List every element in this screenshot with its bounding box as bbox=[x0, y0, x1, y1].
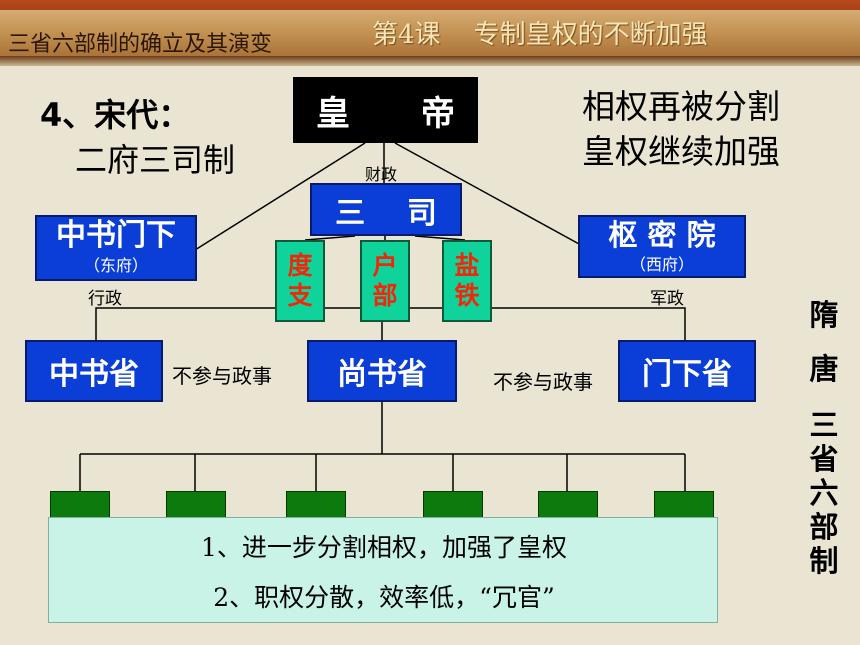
yantie-node: 盐 铁 bbox=[442, 240, 492, 322]
yantie-char-1: 盐 bbox=[454, 251, 480, 280]
conclusion-box: 1、进一步分割相权，加强了皇权 2、职权分散，效率低，“冗官” bbox=[48, 517, 718, 623]
conclusion-line1: 1、进一步分割相权，加强了皇权 bbox=[201, 533, 567, 562]
hubu-char-2: 部 bbox=[372, 281, 398, 310]
emperor-label: 皇 帝 bbox=[315, 93, 456, 134]
conclusion-top-line1: 相权再被分割 bbox=[582, 87, 780, 126]
sansi-node: 三 司 bbox=[310, 183, 462, 236]
line-sansi-yantie bbox=[414, 235, 466, 241]
header-shade bbox=[0, 56, 860, 66]
duzhi-node: 度 支 bbox=[275, 240, 325, 322]
side-caption-char-7: 制 bbox=[809, 544, 839, 578]
line-emperor-shumiyuan bbox=[394, 142, 591, 251]
shumiyuan-sub: （西府） bbox=[629, 254, 694, 274]
side-caption-char-2: 唐 bbox=[809, 352, 839, 386]
header-left-title: 三省六部制的确立及其演变 bbox=[8, 32, 273, 57]
zhongshu-menxia-sub: （东府） bbox=[83, 256, 148, 275]
header-right-title: 第4课 专制皇权的不断加强 bbox=[372, 20, 708, 50]
menxiasheng-label: 门下省 bbox=[642, 357, 732, 392]
line-emperor-zhongshumenxia bbox=[194, 142, 366, 251]
conclusion-line2: 2、职权分散，效率低，“冗官” bbox=[213, 583, 555, 612]
header-band bbox=[0, 10, 860, 56]
side-caption-char-6: 部 bbox=[809, 510, 839, 544]
duzhi-char-1: 度 bbox=[287, 251, 313, 280]
zhongshu-menxia-label: 中书门下 bbox=[56, 218, 176, 253]
line-sansi-duzhi bbox=[304, 235, 356, 241]
shumiyuan-node: 枢 密 院 （西府） bbox=[578, 215, 746, 278]
department-stub-5 bbox=[538, 491, 598, 521]
menxiasheng-node: 门下省 bbox=[618, 340, 756, 402]
shangshusheng-label: 尚书省 bbox=[337, 357, 427, 392]
header-banner: 三省六部制的确立及其演变 第4课 专制皇权的不断加强 bbox=[0, 0, 860, 66]
side-caption-char-4: 省 bbox=[809, 442, 839, 476]
caizheng-label: 财政 bbox=[365, 165, 398, 184]
side-caption-char-1: 隋 bbox=[809, 298, 839, 332]
hubu-node: 户 部 bbox=[360, 240, 410, 322]
department-stub-1 bbox=[50, 491, 110, 521]
section-heading: 4、宋代： bbox=[40, 96, 191, 134]
zhongshusheng-node: 中书省 bbox=[25, 340, 163, 402]
emperor-node: 皇 帝 bbox=[293, 77, 478, 143]
junzheng-label: 军政 bbox=[650, 289, 684, 309]
shumiyuan-label: 枢 密 院 bbox=[608, 217, 716, 252]
side-caption-char-5: 六 bbox=[809, 476, 839, 510]
not-participate-right: 不参与政事 bbox=[493, 370, 593, 394]
conclusion-top-line2: 皇权继续加强 bbox=[582, 132, 780, 171]
department-stub-4 bbox=[423, 491, 483, 521]
zhongshusheng-label: 中书省 bbox=[49, 357, 139, 392]
sansi-label: 三 司 bbox=[335, 195, 437, 231]
not-participate-left: 不参与政事 bbox=[172, 364, 272, 388]
hubu-char-1: 户 bbox=[372, 251, 398, 280]
shangshusheng-node: 尚书省 bbox=[307, 340, 457, 402]
xingzheng-label: 行政 bbox=[88, 289, 122, 309]
side-caption-char-3: 三 bbox=[809, 408, 839, 442]
system-name: 二府三司制 bbox=[75, 141, 236, 179]
duzhi-char-2: 支 bbox=[287, 281, 313, 310]
zhongshu-menxia-node: 中书门下 （东府） bbox=[35, 215, 197, 281]
yantie-char-2: 铁 bbox=[454, 281, 480, 310]
department-stub-2 bbox=[166, 491, 226, 521]
